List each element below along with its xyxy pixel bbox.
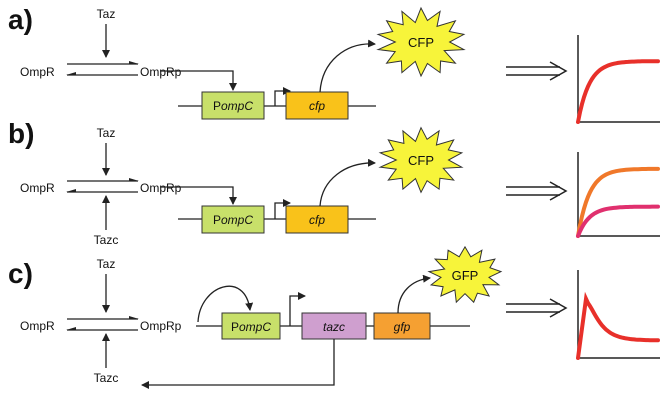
response-plot <box>576 270 660 360</box>
gfp-gene-label: gfp <box>394 320 411 334</box>
gene-box <box>285 205 349 234</box>
substrate-label: OmpR <box>20 65 55 79</box>
gfp-gene-box <box>373 312 431 340</box>
product-label: OmpRp <box>140 181 182 195</box>
transcription-start-arrow <box>289 292 306 326</box>
reporter-star <box>427 245 503 304</box>
activation-arrow <box>197 285 254 323</box>
panel-label: b) <box>8 118 34 149</box>
kinase-label: Taz <box>97 7 116 21</box>
activation-arrow <box>160 70 237 91</box>
activation-arrow <box>160 186 237 205</box>
tazc-gene-box <box>301 312 367 340</box>
phosphatase-label: Tazc <box>94 233 119 247</box>
transcription-start-arrow <box>274 199 291 219</box>
phosphatase-label: Tazc <box>94 371 119 385</box>
result-arrow <box>506 61 568 81</box>
response-curve-low <box>576 204 660 238</box>
product-label: OmpRp <box>140 319 182 333</box>
reporter-label: CFP <box>408 153 434 168</box>
result-arrow <box>506 181 568 201</box>
substrate-label: OmpR <box>20 181 55 195</box>
result-arrow <box>506 298 568 318</box>
kinase-label: Taz <box>97 126 116 140</box>
expression-arrow <box>319 39 376 93</box>
panel-label: c) <box>8 258 33 289</box>
tazc-gene-label: tazc <box>323 320 345 334</box>
promoter-box <box>201 91 265 120</box>
response-curve <box>576 59 660 124</box>
panel-c: c) Taz OmpR OmpRp Tazc PompC tazc gfp GF… <box>8 245 660 389</box>
panel-b: b) Taz OmpR OmpRp Tazc PompC cfp CFP <box>8 118 660 247</box>
panel-a: a) Taz OmpR OmpRp PompC cfp CFP <box>8 4 660 124</box>
reporter-star <box>376 6 466 78</box>
gene-box <box>285 91 349 120</box>
substrate-label: OmpR <box>20 319 55 333</box>
product-label: OmpRp <box>140 65 182 79</box>
gene-label: cfp <box>309 213 325 227</box>
expression-arrow <box>319 158 376 207</box>
gene-label: cfp <box>309 99 325 113</box>
promoter-box <box>221 312 281 340</box>
expression-arrow <box>397 274 431 314</box>
kinase-label: Taz <box>97 257 116 271</box>
promoter-label: PompC <box>213 99 253 113</box>
response-plot <box>576 35 660 124</box>
reporter-label: GFP <box>452 268 479 283</box>
response-curve <box>576 291 660 360</box>
feedback-arrow <box>141 339 335 389</box>
promoter-box <box>201 205 265 234</box>
reporter-star <box>378 126 464 194</box>
response-plot <box>576 152 660 238</box>
promoter-label: PompC <box>231 320 271 334</box>
promoter-label: PompC <box>213 213 253 227</box>
transcription-start-arrow <box>274 87 291 106</box>
response-curve-high <box>576 166 660 238</box>
panel-label: a) <box>8 4 33 35</box>
reporter-label: CFP <box>408 35 434 50</box>
